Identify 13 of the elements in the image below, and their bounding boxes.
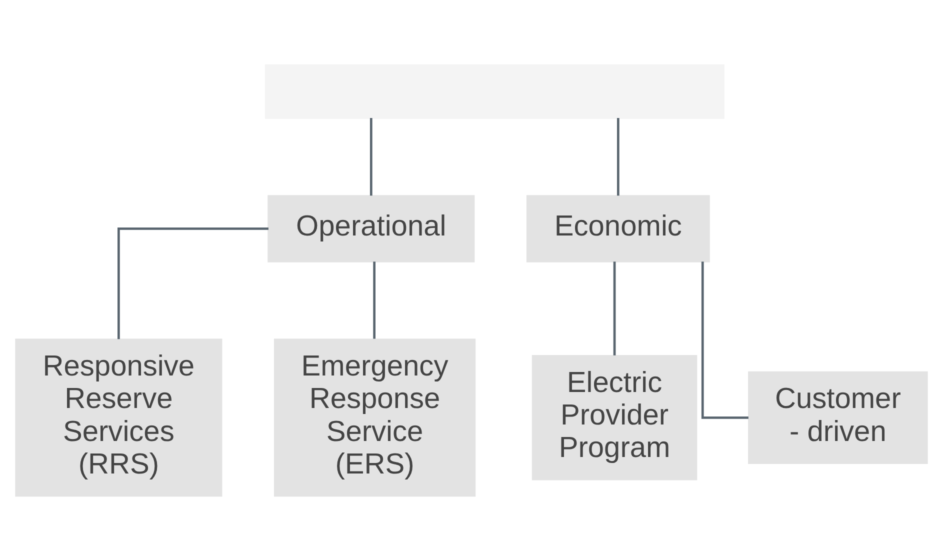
connector <box>613 261 616 355</box>
node-box: Electric Provider Program <box>532 354 698 480</box>
node-box: Customer - driven <box>748 370 928 464</box>
connector <box>118 227 268 339</box>
node-box: Emergency Response Service (ERS) <box>274 338 476 496</box>
node-box: Economic <box>526 194 710 262</box>
connector <box>617 118 620 196</box>
connector <box>370 118 372 196</box>
connector <box>373 261 376 338</box>
node-box <box>264 64 724 118</box>
node-box: Operational <box>268 194 475 262</box>
node-box: Responsive Reserve Services (RRS) <box>15 338 222 496</box>
connector <box>701 261 748 418</box>
